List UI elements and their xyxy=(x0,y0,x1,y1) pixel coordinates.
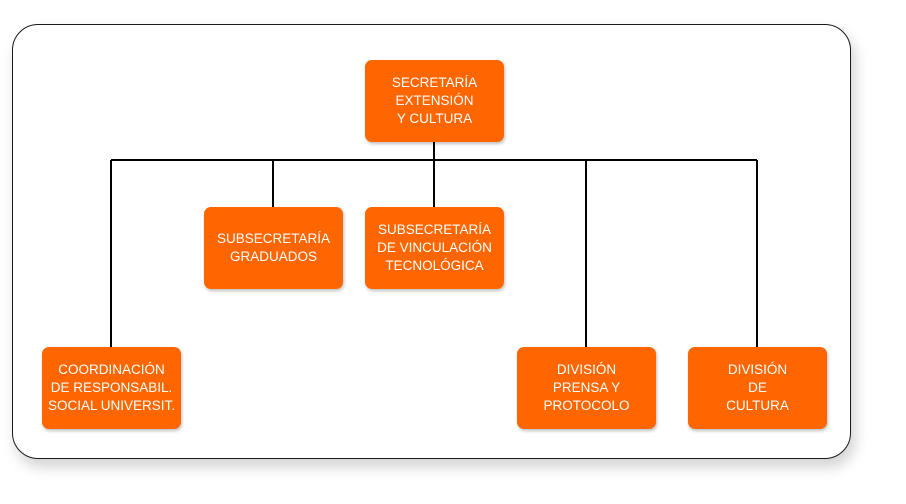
node-coordinacion-responsabilidad-social: COORDINACIÓN DE RESPONSABIL. SOCIAL UNIV… xyxy=(42,347,181,429)
node-label: SECRETARÍA EXTENSIÓN Y CULTURA xyxy=(391,75,478,126)
node-label: DIVISIÓN DE CULTURA xyxy=(726,362,789,413)
node-secretaria-extension-cultura: SECRETARÍA EXTENSIÓN Y CULTURA xyxy=(365,60,504,142)
node-subsecretaria-vinculacion-tecnologica: SUBSECRETARÍA DE VINCULACIÓN TECNOLÓGICA xyxy=(365,207,504,289)
node-label: SUBSECRETARÍA DE VINCULACIÓN TECNOLÓGICA xyxy=(377,222,492,273)
node-label: DIVISIÓN PRENSA Y PROTOCOLO xyxy=(543,362,630,413)
node-label: COORDINACIÓN DE RESPONSABIL. SOCIAL UNIV… xyxy=(47,362,176,413)
node-division-cultura: DIVISIÓN DE CULTURA xyxy=(688,347,827,429)
node-subsecretaria-graduados: SUBSECRETARÍA GRADUADOS xyxy=(204,207,343,289)
node-division-prensa-protocolo: DIVISIÓN PRENSA Y PROTOCOLO xyxy=(517,347,656,429)
node-label: SUBSECRETARÍA GRADUADOS xyxy=(216,231,331,264)
